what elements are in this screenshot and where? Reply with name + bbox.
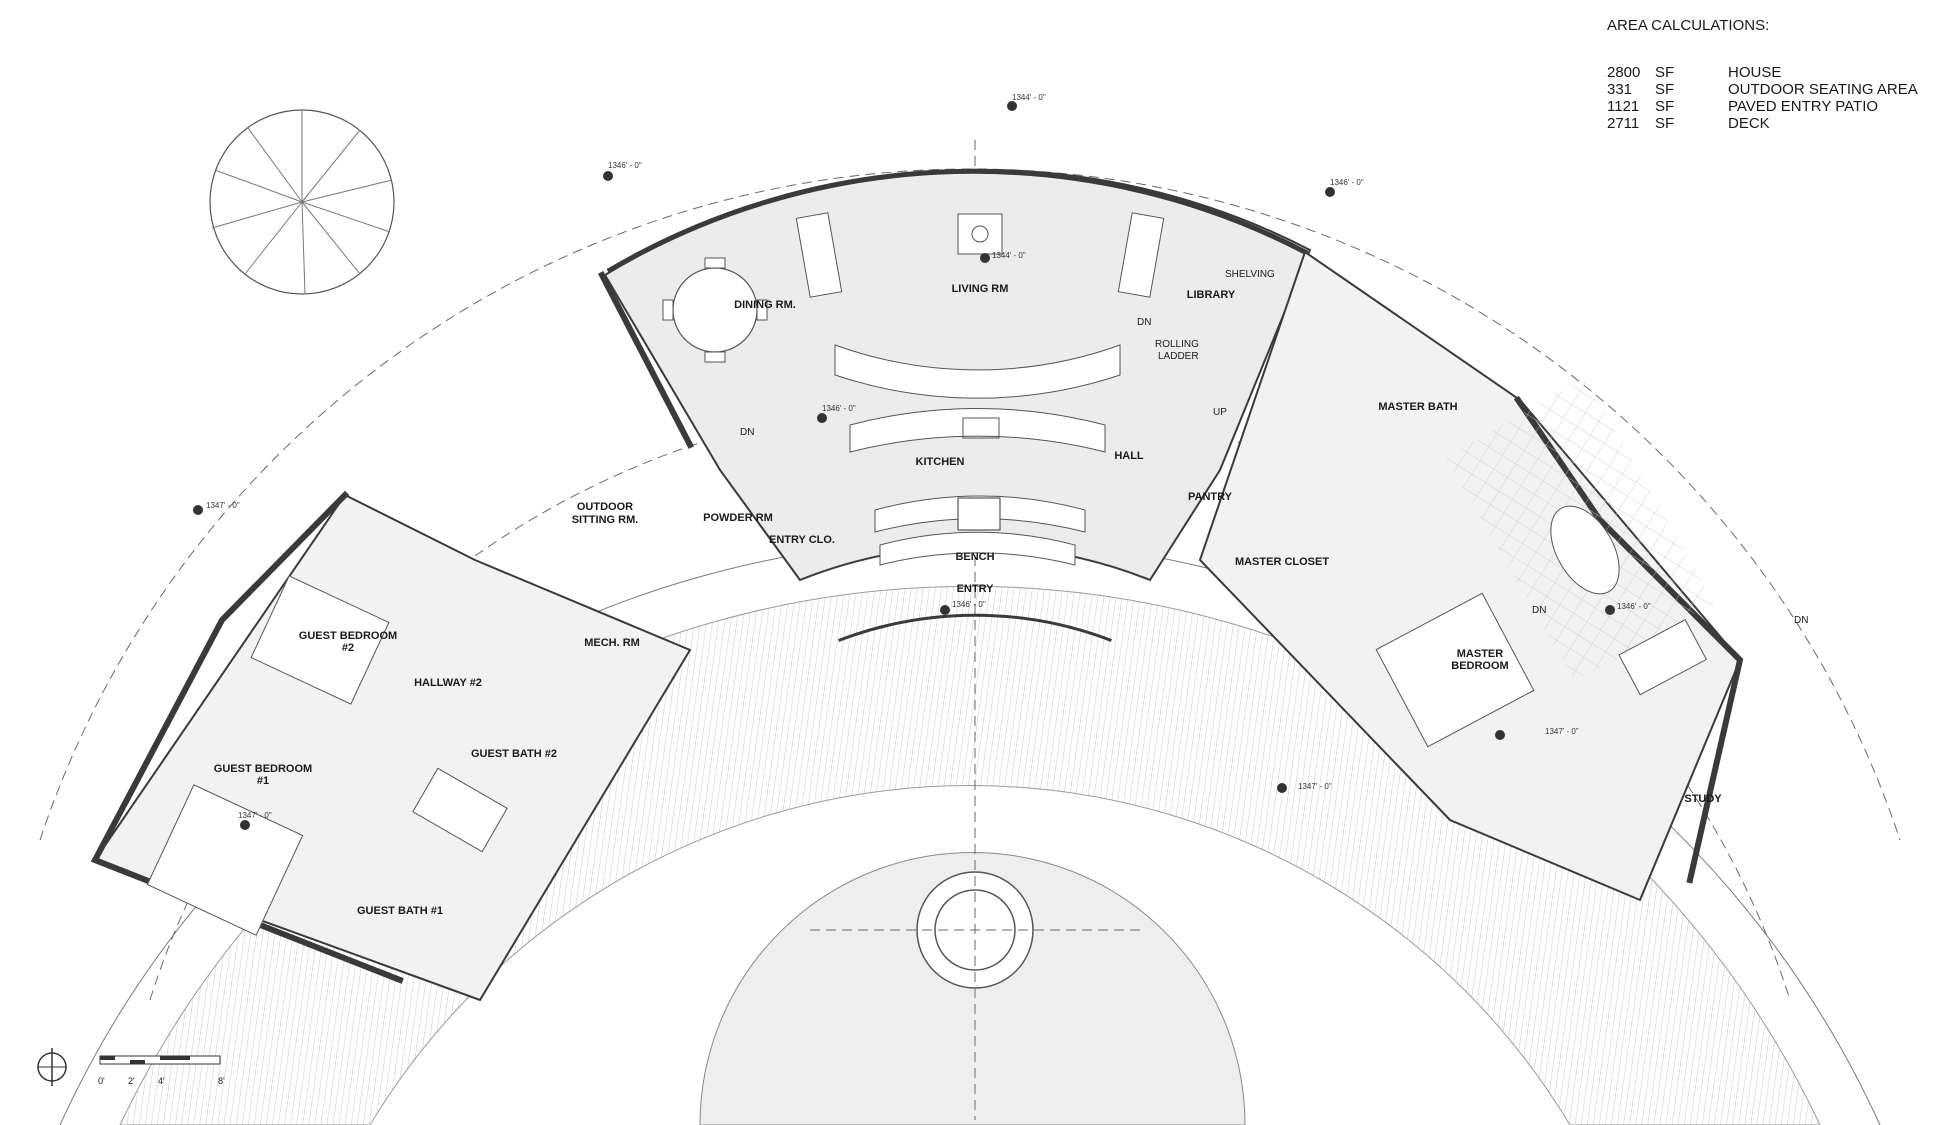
label-master-bath: MASTER BATH	[1378, 401, 1457, 413]
kitchen-counter	[874, 495, 1086, 533]
label-entry-closet: ENTRY CLO.	[769, 534, 835, 546]
label-guest-bath-2: GUEST BATH #2	[471, 748, 557, 760]
label-powder: POWDER RM	[703, 512, 773, 524]
entry-curved-wall	[838, 613, 1112, 642]
front-curved-wall	[606, 168, 1309, 274]
note-dn-1: DN	[740, 427, 754, 438]
label-guest-bed-2b: #2	[342, 642, 354, 654]
guest-tub	[412, 767, 508, 853]
note-dn-2: DN	[1137, 317, 1151, 328]
area-row-1-value: 331	[1607, 81, 1632, 98]
svg-text:1344' - 0": 1344' - 0"	[992, 251, 1026, 260]
area-row-2-label: PAVED ENTRY PATIO	[1728, 98, 1878, 115]
kitchen-island	[849, 407, 1106, 453]
label-guest-bed-1b: #1	[257, 775, 269, 787]
svg-text:1347' - 0": 1347' - 0"	[1298, 782, 1332, 791]
area-row-1-label: OUTDOOR SEATING AREA	[1728, 81, 1918, 98]
label-master-bedroom-2: BEDROOM	[1451, 660, 1508, 672]
label-living: LIVING RM	[952, 283, 1009, 295]
area-row-0-label: HOUSE	[1728, 64, 1781, 81]
note-rolling-1: ROLLING	[1155, 339, 1199, 350]
scale-bar: 0' 2' 4' 8'	[98, 1055, 225, 1086]
svg-text:1347' - 0": 1347' - 0"	[1545, 727, 1579, 736]
scale-0: 0'	[98, 1076, 105, 1086]
label-dining: DINING RM.	[734, 299, 796, 311]
label-kitchen: KITCHEN	[916, 456, 965, 468]
label-master-bedroom-1: MASTER	[1457, 648, 1504, 660]
label-guest-bed-2a: GUEST BEDROOM	[299, 630, 397, 642]
sunburst-circle	[209, 109, 395, 295]
label-guest-bed-1a: GUEST BEDROOM	[214, 763, 312, 775]
label-pantry: PANTRY	[1188, 491, 1233, 503]
label-outdoor-1: OUTDOOR	[577, 501, 633, 513]
area-row-0-unit: SF	[1655, 64, 1674, 81]
svg-text:1346' - 0": 1346' - 0"	[952, 600, 986, 609]
svg-text:1344' - 0": 1344' - 0"	[1012, 93, 1046, 102]
guest-bed-2	[250, 575, 390, 705]
study-desk	[1618, 619, 1708, 696]
svg-text:1347' - 0": 1347' - 0"	[206, 501, 240, 510]
left-main-wall	[597, 270, 695, 450]
svg-text:1346' - 0": 1346' - 0"	[1617, 602, 1651, 611]
area-row-3-unit: SF	[1655, 115, 1674, 132]
dining-table	[662, 257, 768, 363]
label-study: STUDY	[1684, 793, 1722, 805]
note-dn-3: DN	[1532, 605, 1546, 616]
label-bench: BENCH	[955, 551, 994, 563]
area-row-2-value: 1121	[1607, 98, 1639, 115]
area-row-3-value: 2711	[1607, 115, 1639, 132]
scale-8: 8'	[218, 1076, 225, 1086]
scale-2: 2'	[128, 1076, 135, 1086]
label-hall: HALL	[1114, 450, 1144, 462]
guest-bed-1	[146, 784, 304, 936]
left-wing-block	[93, 493, 692, 1002]
bench-seat	[879, 531, 1076, 566]
area-row-1-unit: SF	[1655, 81, 1674, 98]
note-shelving: SHELVING	[1225, 269, 1275, 280]
label-mech: MECH. RM	[584, 637, 640, 649]
svg-text:1346' - 0": 1346' - 0"	[822, 404, 856, 413]
svg-text:1347' - 0": 1347' - 0"	[238, 811, 272, 820]
note-up: UP	[1213, 407, 1227, 418]
scale-4: 4'	[158, 1076, 165, 1086]
note-rolling-2: LADDER	[1158, 351, 1199, 362]
entry-patio	[699, 140, 1246, 1125]
area-row-0-value: 2800	[1607, 64, 1640, 81]
svg-text:1346' - 0": 1346' - 0"	[1330, 178, 1364, 187]
living-furniture	[795, 212, 1165, 399]
master-bed	[1375, 592, 1535, 748]
label-library: LIBRARY	[1187, 289, 1236, 301]
svg-text:1346' - 0": 1346' - 0"	[608, 161, 642, 170]
area-row-3-label: DECK	[1728, 115, 1770, 132]
master-tub	[1550, 505, 1620, 595]
note-dn-4: DN	[1794, 615, 1808, 626]
area-calculations: AREA CALCULATIONS: 2800 SF HOUSE 331 SF …	[1607, 17, 1918, 132]
label-outdoor-2: SITTING RM.	[572, 514, 639, 526]
label-master-closet: MASTER CLOSET	[1235, 556, 1329, 568]
elevation-markers: 1344' - 0" 1344' - 0" 1346' - 0" 1346' -…	[193, 93, 1651, 830]
label-entry: ENTRY	[957, 583, 995, 595]
label-hallway-2: HALLWAY #2	[414, 677, 482, 689]
area-row-2-unit: SF	[1655, 98, 1674, 115]
north-arrow-icon	[37, 1048, 67, 1086]
area-title: AREA CALCULATIONS:	[1607, 17, 1769, 34]
label-guest-bath-1: GUEST BATH #1	[357, 905, 443, 917]
